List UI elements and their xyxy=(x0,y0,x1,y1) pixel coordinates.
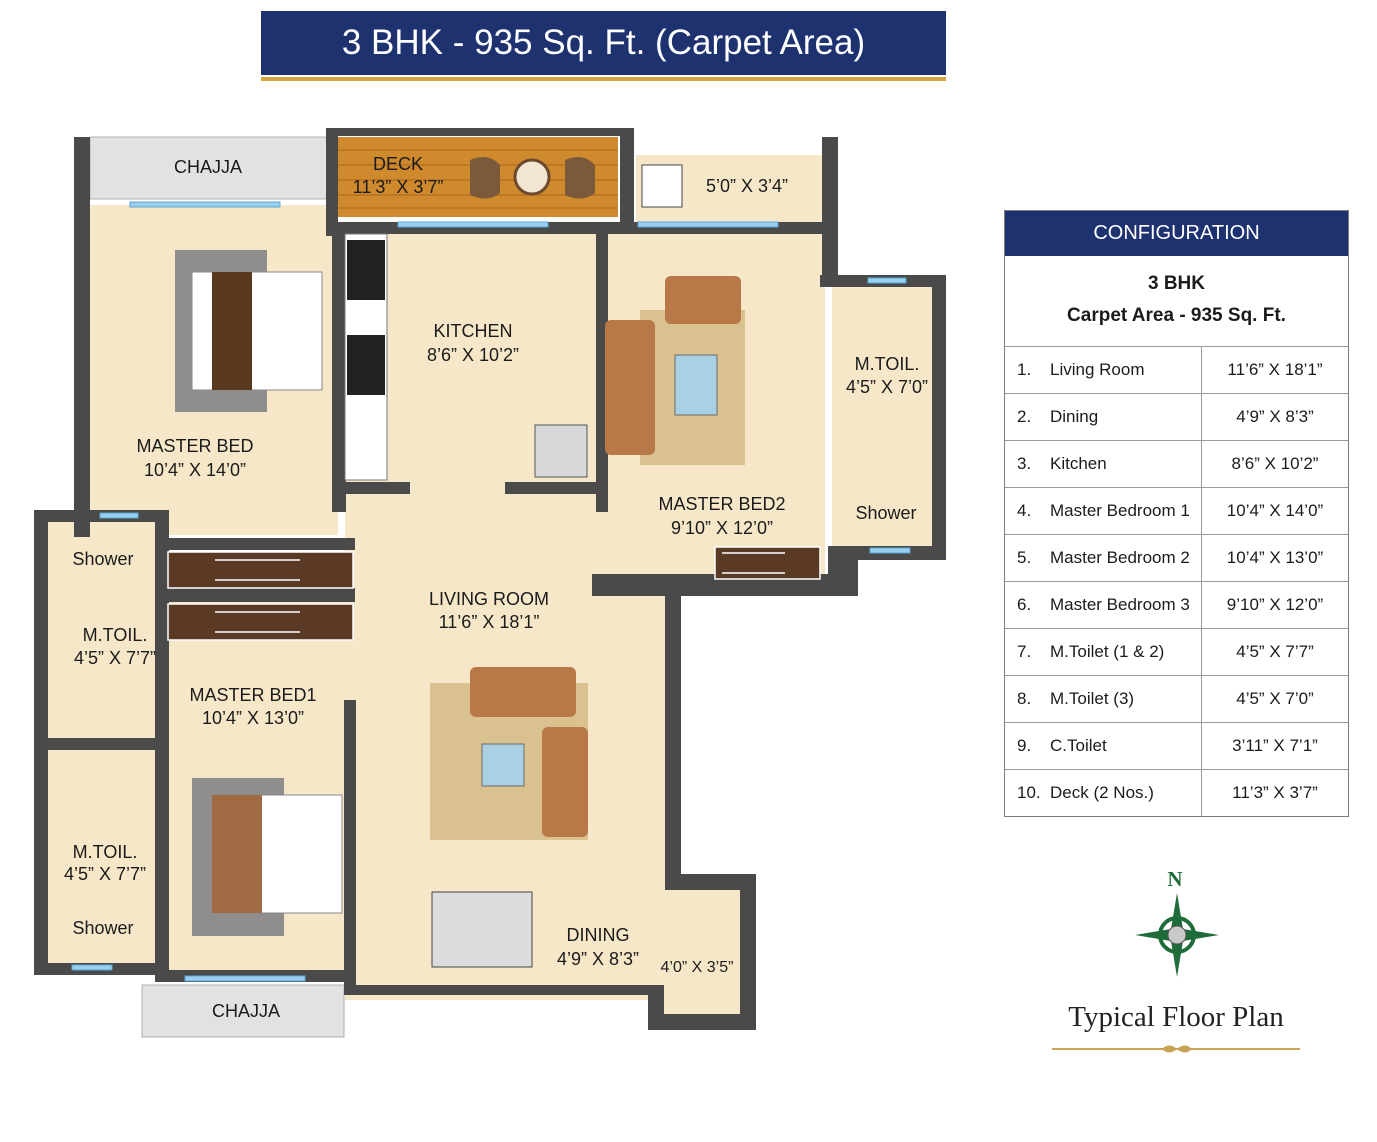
sofa-living-side xyxy=(542,727,588,837)
label-living: LIVING ROOM xyxy=(429,589,549,609)
table-row: 4. Master Bedroom 1 10’4” X 14’0” xyxy=(1005,488,1348,535)
floor-plan-caption: Typical Floor Plan xyxy=(1068,1001,1284,1033)
sofa-bed2-side xyxy=(605,320,655,455)
row-number: 3. xyxy=(1017,454,1032,473)
row-number: 7. xyxy=(1017,642,1032,661)
label-mtoil-left-top: M.TOIL. xyxy=(83,625,148,645)
table-living xyxy=(481,743,525,787)
ornament-icon xyxy=(1162,1045,1192,1053)
table-row: 9. C.Toilet 3’11” X 7’1” xyxy=(1005,723,1348,770)
label-shower-right: Shower xyxy=(855,503,916,523)
label-deck: DECK xyxy=(373,154,423,174)
label-balcony-size: 5’0” X 3’4” xyxy=(706,176,788,196)
compass-icon: N xyxy=(1135,867,1219,977)
table-row: 1. Living Room 11’6” X 18’1” xyxy=(1005,347,1348,394)
row-size: 10’4” X 14’0” xyxy=(1226,501,1324,520)
row-size: 9’10” X 12’0” xyxy=(1226,595,1324,614)
table-row: 7. M.Toilet (1 & 2) 4’5” X 7’7” xyxy=(1005,629,1348,676)
label-master-bed-size: 10’4” X 14’0” xyxy=(144,460,246,480)
row-number: 1. xyxy=(1017,360,1032,379)
label-kitchen-size: 8’6” X 10’2” xyxy=(427,345,519,365)
floor-plan: CHAJJA DECK 11’3” X 3’7” 5’0” X 3’4” MAS… xyxy=(34,128,946,1038)
wardrobes xyxy=(167,546,821,641)
row-size: 4’9” X 8’3” xyxy=(1236,407,1314,426)
configuration-heading: CONFIGURATION xyxy=(1005,211,1348,256)
row-number: 4. xyxy=(1017,501,1032,520)
row-room: M.Toilet (1 & 2) xyxy=(1050,629,1202,675)
row-room: Kitchen xyxy=(1050,441,1202,487)
row-number: 9. xyxy=(1017,736,1032,755)
label-master-bed2-size: 9’10” X 12’0” xyxy=(671,518,773,538)
label-master-bed: MASTER BED xyxy=(136,436,253,456)
washing-machine xyxy=(641,164,683,208)
row-room: Master Bedroom 3 xyxy=(1050,582,1202,628)
label-master-bed1-size: 10’4” X 13’0” xyxy=(202,708,304,728)
label-shower-left-bottom: Shower xyxy=(72,918,133,938)
label-dining-size: 4’9” X 8’3” xyxy=(557,949,639,969)
table-row: 5. Master Bedroom 2 10’4” X 13’0” xyxy=(1005,535,1348,582)
label-shower-left-top: Shower xyxy=(72,549,133,569)
label-mtoil-left-bottom: M.TOIL. xyxy=(73,842,138,862)
chajja-top xyxy=(89,136,329,200)
table-row: 8. M.Toilet (3) 4’5” X 7’0” xyxy=(1005,676,1348,723)
row-number: 8. xyxy=(1017,689,1032,708)
label-master-bed2: MASTER BED2 xyxy=(658,494,785,514)
bed-master xyxy=(191,271,323,391)
label-deck-size: 11’3” X 3’7” xyxy=(353,177,444,197)
row-size: 10’4” X 13’0” xyxy=(1226,548,1324,567)
label-chajja-top: CHAJJA xyxy=(174,157,242,177)
label-chajja-bottom: CHAJJA xyxy=(212,1001,280,1021)
configuration-type: 3 BHK xyxy=(1147,273,1205,294)
row-number: 6. xyxy=(1017,595,1032,614)
row-number: 10. xyxy=(1017,783,1041,802)
label-living-size: 11’6” X 18’1” xyxy=(439,612,540,632)
row-room: M.Toilet (3) xyxy=(1050,676,1202,722)
configuration-summary: 3 BHK Carpet Area - 935 Sq. Ft. xyxy=(1005,256,1348,347)
dining-table xyxy=(431,891,533,968)
label-dining: DINING xyxy=(567,925,630,945)
kitchen-appliance xyxy=(534,424,588,478)
label-mtoil-left-bottom-size: 4’5” X 7’7” xyxy=(64,864,146,884)
table-row: 2. Dining 4’9” X 8’3” xyxy=(1005,394,1348,441)
configuration-carpet-area: Carpet Area - 935 Sq. Ft. xyxy=(1067,305,1286,326)
sofa-living-top xyxy=(470,667,576,717)
row-size: 11’3” X 3’7” xyxy=(1232,783,1318,802)
row-room: Living Room xyxy=(1050,347,1202,393)
chajja-bottom xyxy=(141,984,345,1038)
row-room: Deck (2 Nos.) xyxy=(1050,770,1202,816)
compass-north-label: N xyxy=(1167,867,1182,891)
label-mtoil-right: M.TOIL. xyxy=(855,354,920,374)
label-master-bed1: MASTER BED1 xyxy=(189,685,316,705)
windows xyxy=(71,201,911,982)
row-room: Master Bedroom 1 xyxy=(1050,488,1202,534)
label-kitchen: KITCHEN xyxy=(433,321,512,341)
label-mtoil-right-size: 4’5” X 7’0” xyxy=(846,377,928,397)
row-size: 4’5” X 7’0” xyxy=(1236,689,1314,708)
walls xyxy=(34,128,946,1030)
row-size: 4’5” X 7’7” xyxy=(1236,642,1314,661)
label-balcony2-size: 4’0” X 3’5” xyxy=(661,959,734,976)
configuration-table: CONFIGURATION 3 BHK Carpet Area - 935 Sq… xyxy=(1004,210,1349,817)
row-room: Master Bedroom 2 xyxy=(1050,535,1202,581)
table-row: 3. Kitchen 8’6” X 10’2” xyxy=(1005,441,1348,488)
row-size: 3’11” X 7’1” xyxy=(1232,736,1318,755)
row-room: Dining xyxy=(1050,394,1202,440)
row-size: 8’6” X 10’2” xyxy=(1231,454,1319,473)
row-number: 2. xyxy=(1017,407,1032,426)
sofa-bed2-top xyxy=(665,276,741,324)
label-mtoil-left-top-size: 4’5” X 7’7” xyxy=(74,648,156,668)
row-number: 5. xyxy=(1017,548,1032,567)
title-underline xyxy=(261,77,946,81)
deck-furniture xyxy=(470,156,595,199)
table-bed2 xyxy=(674,354,718,416)
table-row: 6. Master Bedroom 3 9’10” X 12’0” xyxy=(1005,582,1348,629)
table-row: 10. Deck (2 Nos.) 11’3” X 3’7” xyxy=(1005,770,1348,816)
row-size: 11’6” X 18’1” xyxy=(1227,360,1323,379)
plan-title: 3 BHK - 935 Sq. Ft. (Carpet Area) xyxy=(261,11,946,75)
row-room: C.Toilet xyxy=(1050,723,1202,769)
